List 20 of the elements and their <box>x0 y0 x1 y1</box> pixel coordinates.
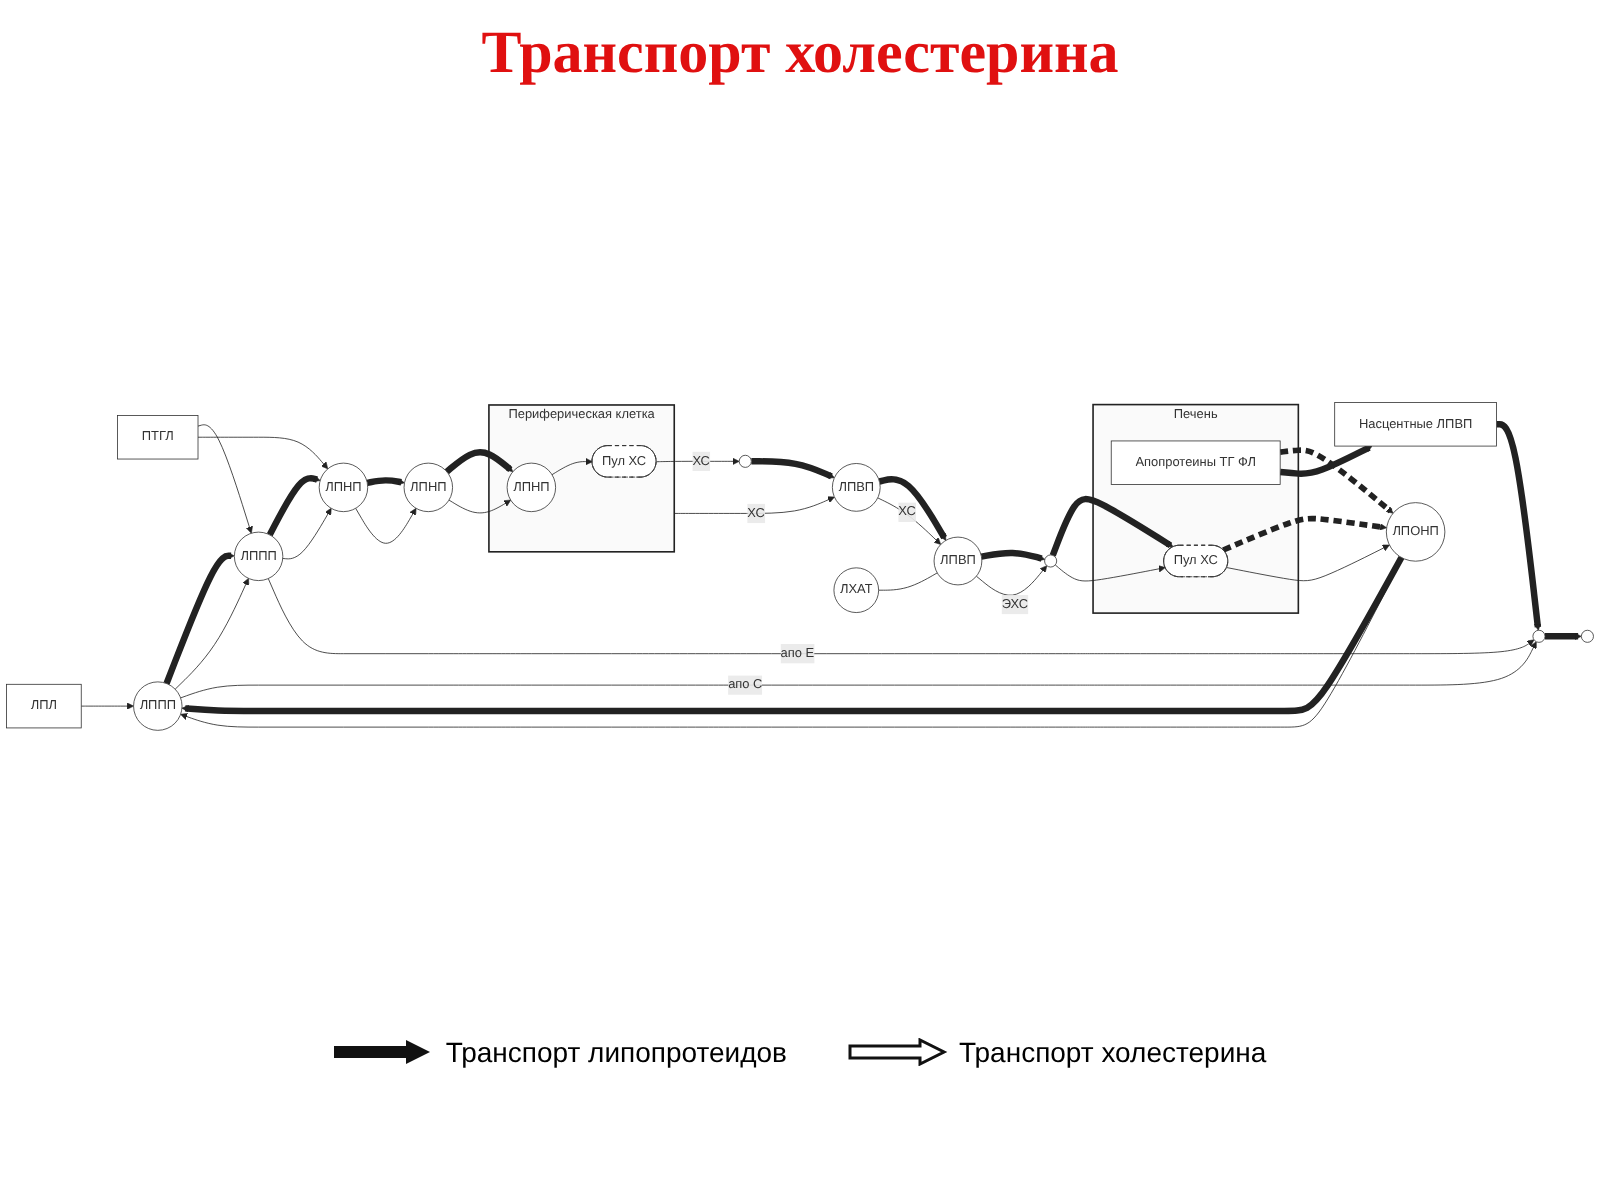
arrow <box>1049 495 1174 557</box>
arrow <box>1544 632 1582 640</box>
legend-text: Транспорт холестерина <box>959 1036 1267 1068</box>
arrow <box>980 549 1046 562</box>
title: Транспорт холестерина <box>479 20 1121 88</box>
arrow <box>444 448 514 474</box>
arrow <box>751 457 835 479</box>
arrow <box>1279 446 1394 514</box>
node-circle <box>1532 629 1546 643</box>
arrow <box>163 551 235 685</box>
node-circle <box>1580 629 1594 643</box>
connector <box>878 572 938 591</box>
node-circle <box>1044 554 1058 568</box>
node-circle <box>738 454 752 468</box>
arrow <box>878 475 947 541</box>
arrow <box>1279 444 1373 477</box>
arrow <box>1222 515 1387 553</box>
legend-text: Транспорт липопротеидов <box>445 1036 787 1068</box>
arrow <box>366 476 405 486</box>
arrow <box>266 474 321 536</box>
